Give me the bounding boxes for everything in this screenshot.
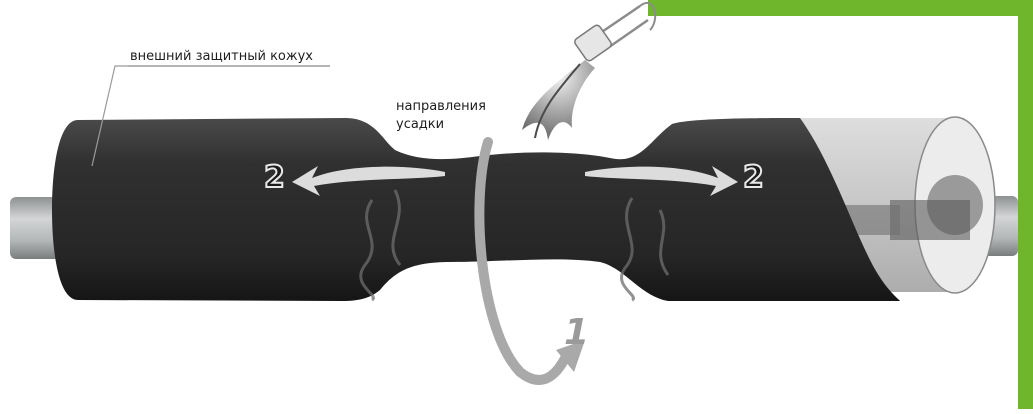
torch-icon	[573, 3, 655, 62]
flame-icon	[522, 60, 595, 140]
outer-shell-label: внешний защитный кожух	[130, 48, 313, 66]
green-accent-top	[648, 0, 960, 16]
shrink-direction-label-line1: направления	[396, 98, 486, 116]
green-accent-right	[1018, 0, 1033, 409]
direction-marker-right: 2	[743, 163, 764, 193]
rotation-marker: 1	[564, 318, 589, 348]
shrink-direction-label: направления усадки	[396, 98, 486, 134]
shrink-direction-label-line2: усадки	[396, 116, 486, 134]
direction-marker-left: 2	[264, 163, 285, 193]
